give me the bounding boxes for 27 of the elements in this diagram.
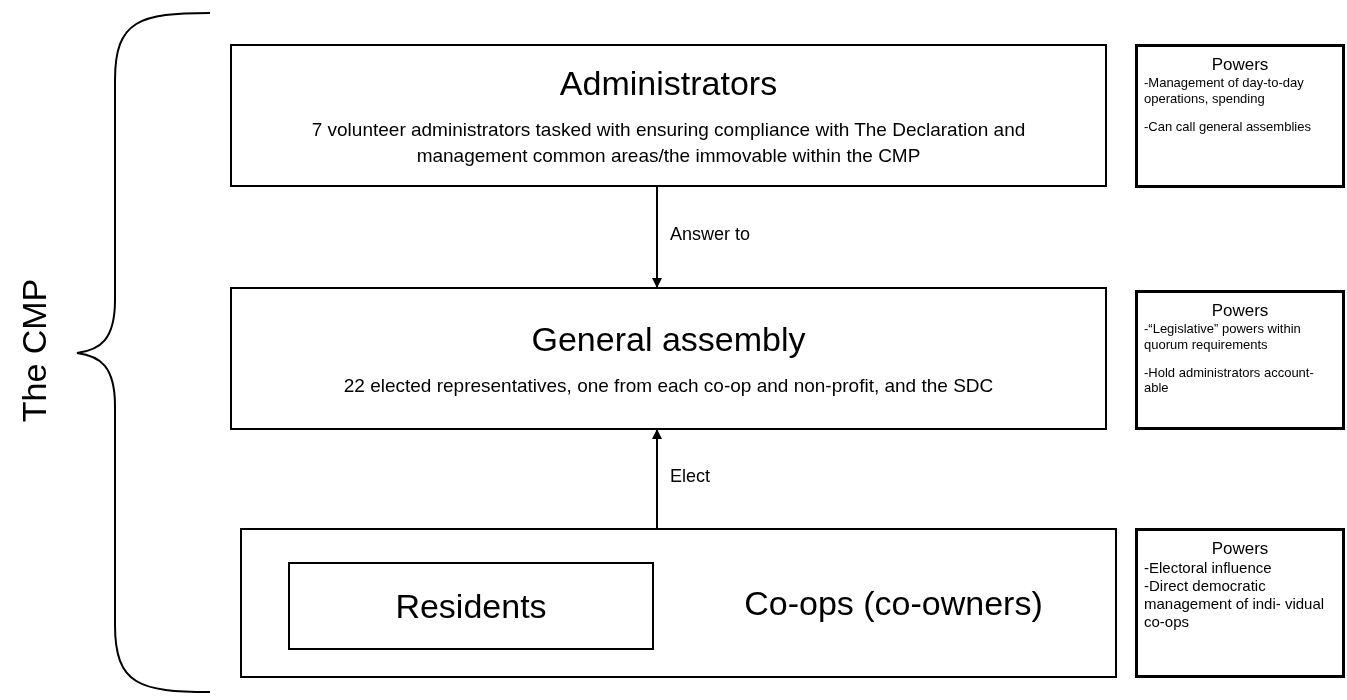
process-box xyxy=(230,44,1107,187)
box-title: Administrators xyxy=(559,63,778,105)
arrow xyxy=(652,429,662,529)
powers-item: -Direct democratic management of indi- vidual co-ops xyxy=(1144,577,1326,632)
box-title: Residents xyxy=(395,585,547,627)
powers-box xyxy=(1135,44,1345,188)
powers-item: -Hold administrators account- able xyxy=(1144,364,1315,396)
powers-item: -Electoral influence xyxy=(1144,559,1273,578)
powers-heading: Powers xyxy=(1210,539,1270,560)
edge-label: Elect xyxy=(670,467,711,485)
group-box xyxy=(240,528,1117,678)
group-title: Co-ops (co-owners) xyxy=(744,582,1043,624)
process-box xyxy=(288,562,654,650)
box-description: 7 volunteer administrators tasked with ensuring compliance with The Declaration and management common areas/the immovable within the CMP xyxy=(310,117,1027,168)
process-box xyxy=(230,287,1107,430)
box-description: 22 elected representatives, one from each co-op and non-profit, and the SDC xyxy=(343,373,994,398)
powers-box xyxy=(1135,528,1345,678)
edge-label: Answer to xyxy=(670,225,751,243)
box-title: General assembly xyxy=(531,319,806,361)
powers-heading: Powers xyxy=(1210,301,1270,322)
powers-item: -Can call general assemblies xyxy=(1144,118,1312,135)
powers-box xyxy=(1135,290,1345,430)
powers-heading: Powers xyxy=(1210,55,1270,76)
group-label: The CMP xyxy=(14,278,55,422)
powers-item: -Management of day-to-day operations, spending xyxy=(1144,75,1305,107)
arrow xyxy=(652,186,662,288)
powers-item: -“Legislative” powers within quorum requirements xyxy=(1144,321,1302,353)
